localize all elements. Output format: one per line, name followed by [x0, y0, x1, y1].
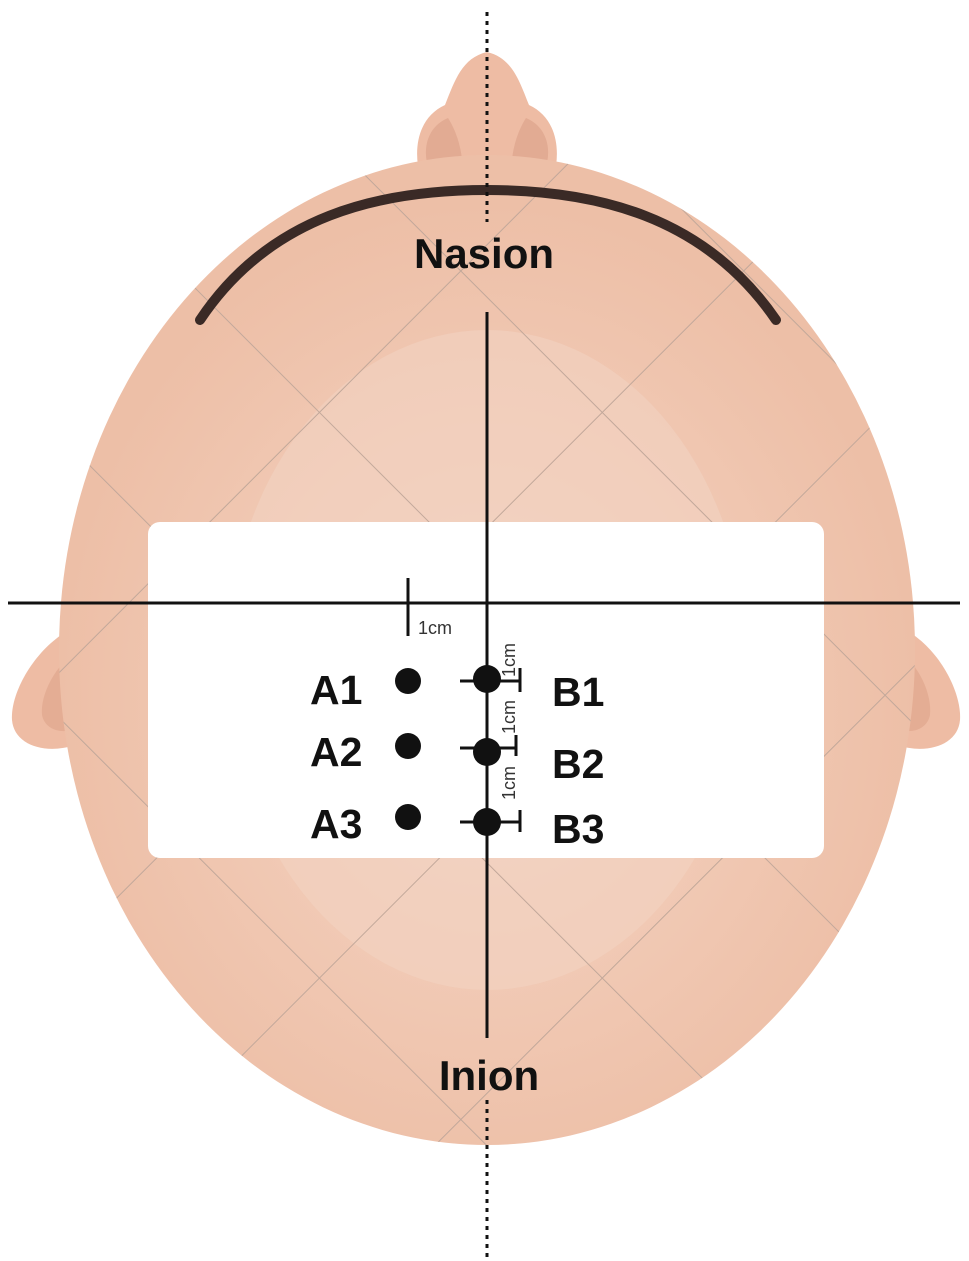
hairline	[195, 184, 781, 325]
nasion-label: Nasion	[414, 230, 554, 277]
point-b2-label: B2	[552, 741, 604, 787]
point-b1-dot	[473, 665, 501, 693]
spacing-label-3: 1cm	[499, 766, 519, 800]
point-b3-dot	[473, 808, 501, 836]
spacing-label-2: 1cm	[499, 700, 519, 734]
horizontal-offset-label: 1cm	[418, 618, 452, 638]
point-b3-label: B3	[552, 806, 604, 852]
point-a3-dot	[395, 804, 421, 830]
point-a1-label: A1	[310, 667, 362, 713]
spacing-label-1: 1cm	[499, 643, 519, 677]
point-a3-label: A3	[310, 801, 362, 847]
point-a2-dot	[395, 733, 421, 759]
point-a2-label: A2	[310, 729, 362, 775]
point-b1-label: B1	[552, 669, 604, 715]
inion-label: Inion	[439, 1052, 539, 1099]
point-b2-dot	[473, 738, 501, 766]
point-a1-dot	[395, 668, 421, 694]
